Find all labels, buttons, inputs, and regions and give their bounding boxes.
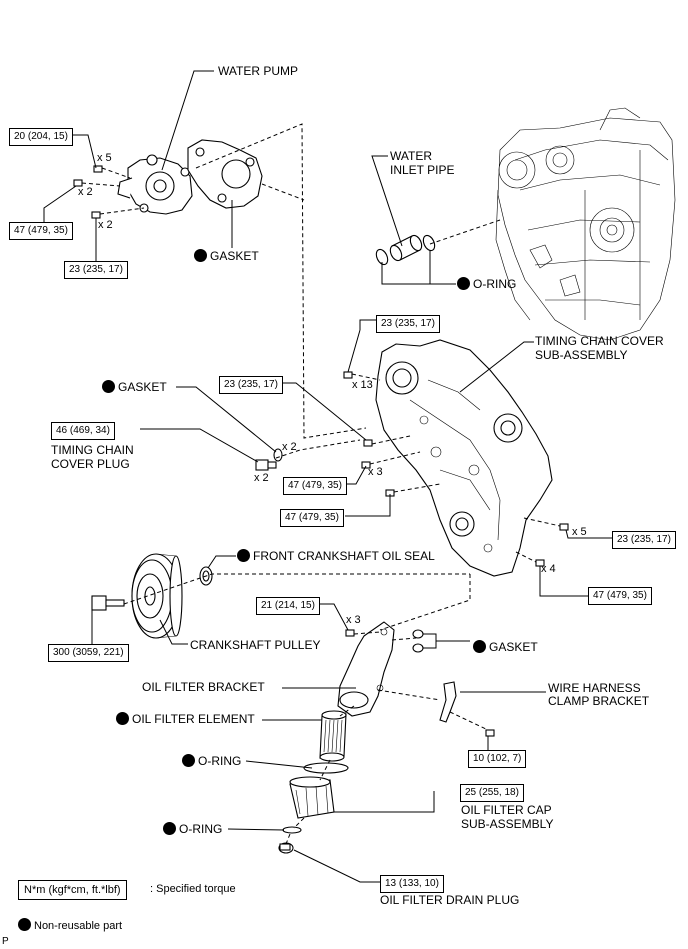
label-timing-chain-cover-1: TIMING CHAIN COVER	[535, 334, 664, 348]
torque-label-plug: 46 (469, 34)	[51, 422, 115, 440]
oil-filter-drain-plug	[278, 842, 294, 854]
legend-torque-desc: : Specified torque	[150, 883, 236, 895]
timing-chain-cover	[375, 339, 553, 577]
qty-x2-plug-b: x 2	[254, 472, 269, 484]
qty-x2-wp-a: x 2	[78, 186, 93, 198]
torque-label-wp-23: 23 (235, 17)	[64, 261, 128, 279]
nonreusable-marker	[237, 549, 250, 562]
cover-bolts	[343, 371, 569, 567]
label-water-inlet-pipe-1: WATER	[390, 149, 432, 163]
torque-label-cover-right-47: 47 (479, 35)	[588, 587, 652, 605]
torque-label-bracket: 21 (214, 15)	[256, 597, 320, 615]
label-wire-harness-2: CLAMP BRACKET	[548, 694, 650, 708]
legend-nonreusable: Non-reusable part	[18, 918, 122, 933]
o-ring-small	[282, 826, 302, 834]
qty-x2-wp-b: x 2	[98, 219, 113, 231]
label-oil-filter-element: OIL FILTER ELEMENT	[116, 712, 255, 726]
qty-x5-wp: x 5	[97, 152, 112, 164]
torque-label-wp-47: 47 (479, 35)	[9, 222, 73, 240]
label-water-pump: WATER PUMP	[218, 64, 298, 78]
nonreusable-marker	[116, 712, 129, 725]
corner-mark: P	[2, 936, 9, 947]
nonreusable-marker	[102, 380, 115, 393]
timing-chain-cover-plug	[255, 448, 283, 471]
label-crankshaft-pulley: CRANKSHAFT PULLEY	[190, 638, 321, 652]
label-o-ring-small: O-RING	[163, 822, 222, 836]
qty-x3-cover: x 3	[368, 466, 383, 478]
water-pump	[117, 154, 193, 215]
label-gasket-bracket: GASKET	[473, 640, 538, 654]
oil-filter-bracket	[337, 621, 395, 717]
label-oil-filter-cap-2: SUB-ASSEMBLY	[461, 817, 554, 831]
legend-torque-unit: N*m (kgf*cm, ft.*lbf)	[18, 880, 127, 900]
water-pump-gasket	[187, 139, 263, 209]
nonreusable-marker	[163, 822, 176, 835]
label-timing-chain-cover-plug-1: TIMING CHAIN	[51, 443, 134, 457]
oil-filter-element	[319, 710, 347, 762]
torque-label-wp-top: 20 (204, 15)	[9, 128, 73, 146]
qty-x5-cover: x 5	[572, 526, 587, 538]
leader-lines	[43, 70, 612, 883]
label-o-ring-pipe: O-RING	[457, 277, 516, 291]
label-gasket-wp: GASKET	[194, 249, 259, 263]
bracket-gaskets	[412, 629, 424, 653]
label-oil-filter-cap-1: OIL FILTER CAP	[461, 803, 552, 817]
label-front-crankshaft-oil-seal: FRONT CRANKSHAFT OIL SEAL	[237, 549, 435, 563]
nonreusable-marker	[18, 918, 31, 931]
oil-filter-cap	[289, 776, 335, 819]
wire-harness-clamp-bracket	[439, 681, 495, 737]
torque-label-cover-47b: 47 (479, 35)	[280, 509, 344, 527]
torque-label-pulley: 300 (3059, 221)	[48, 644, 129, 662]
label-gasket-plug: GASKET	[102, 380, 167, 394]
nonreusable-marker	[473, 640, 486, 653]
pulley-bolt	[91, 595, 125, 611]
label-oil-filter-bracket: OIL FILTER BRACKET	[142, 680, 265, 694]
nonreusable-marker	[457, 277, 470, 290]
label-o-ring-large: O-RING	[182, 754, 241, 768]
label-wire-harness-1: WIRE HARNESS	[548, 681, 641, 695]
bracket-bolt	[345, 629, 355, 637]
nonreusable-marker	[194, 249, 207, 262]
torque-label-cover-top: 23 (235, 17)	[376, 315, 440, 333]
torque-label-wire-harness: 10 (102, 7)	[468, 750, 527, 768]
label-oil-filter-drain-plug: OIL FILTER DRAIN PLUG	[380, 893, 520, 907]
torque-label-cover-mid: 23 (235, 17)	[219, 376, 283, 394]
assembly-dash-lines	[81, 123, 561, 845]
torque-label-drain-plug: 13 (133, 10)	[380, 875, 444, 893]
nonreusable-marker	[182, 754, 195, 767]
qty-x3-bracket: x 3	[346, 614, 361, 626]
label-water-inlet-pipe-2: INLET PIPE	[390, 163, 455, 177]
label-timing-chain-cover-plug-2: COVER PLUG	[51, 457, 130, 471]
qty-x2-plug-a: x 2	[282, 441, 297, 453]
torque-label-cover-47a: 47 (479, 35)	[283, 477, 347, 495]
torque-label-cover-right-23: 23 (235, 17)	[612, 531, 676, 549]
qty-x13: x 13	[352, 379, 373, 391]
torque-label-cap: 25 (255, 18)	[460, 784, 524, 802]
qty-x4-cover: x 4	[541, 563, 556, 575]
water-inlet-pipe	[375, 234, 436, 266]
crankshaft-pulley	[131, 553, 183, 639]
label-timing-chain-cover-2: SUB-ASSEMBLY	[535, 348, 628, 362]
engine-block-sketch	[495, 107, 676, 341]
